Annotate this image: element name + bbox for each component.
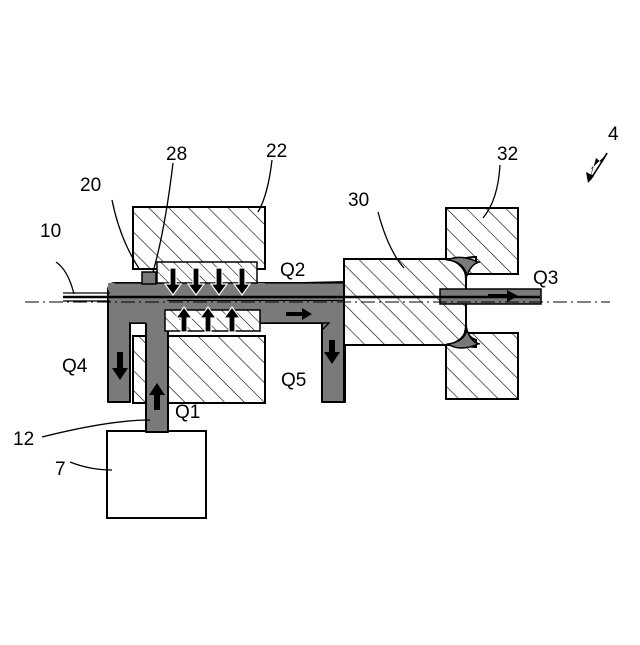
up-arrows [176, 307, 240, 332]
leader-22 [258, 160, 272, 212]
label-q2: Q2 [280, 260, 305, 281]
block-22-upper [133, 207, 265, 269]
label-30: 30 [348, 190, 369, 211]
label-7: 7 [55, 459, 66, 480]
label-q3: Q3 [533, 268, 558, 289]
label-12: 12 [13, 429, 34, 450]
feed-protrusion [142, 272, 156, 284]
label-4: 4 [608, 124, 619, 145]
label-20: 20 [80, 175, 101, 196]
label-q1: Q1 [175, 402, 200, 423]
label-10: 10 [40, 221, 61, 242]
leader-7 [70, 462, 112, 470]
label-32: 32 [497, 144, 518, 165]
leader-10 [56, 262, 74, 294]
label-22: 22 [266, 141, 287, 162]
label-q4: Q4 [62, 356, 88, 377]
label-28: 28 [166, 144, 187, 165]
label-q5: Q5 [281, 370, 306, 391]
unit-7-box [107, 431, 206, 518]
